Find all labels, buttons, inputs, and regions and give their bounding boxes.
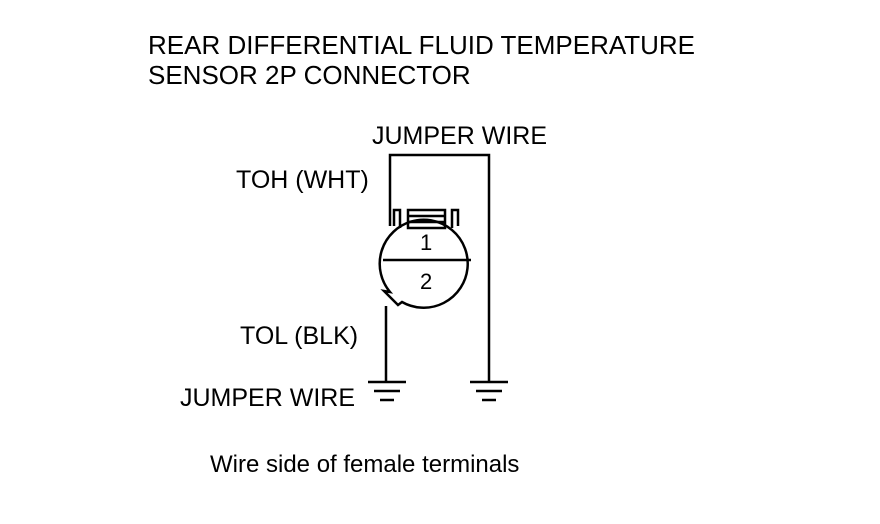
tol-wire-label: TOL (BLK) <box>240 322 358 350</box>
diagram-title-line-1: REAR DIFFERENTIAL FLUID TEMPERATURE <box>148 30 695 60</box>
diagram-title-line-2: SENSOR 2P CONNECTOR <box>148 60 471 90</box>
pin-1-label: 1 <box>420 230 432 255</box>
sensor-connector: 1 2 <box>378 208 471 309</box>
jumper-wire-label-top: JUMPER WIRE <box>372 122 547 150</box>
toh-wire-label: TOH (WHT) <box>236 166 369 194</box>
jumper-wire-right <box>388 153 491 382</box>
pin-2-label: 2 <box>420 269 432 294</box>
diagram-caption: Wire side of female terminals <box>210 451 519 478</box>
jumper-wire-label-bottom: JUMPER WIRE <box>180 384 355 412</box>
ground-symbol-right <box>470 380 508 402</box>
ground-symbol-left <box>368 380 406 402</box>
